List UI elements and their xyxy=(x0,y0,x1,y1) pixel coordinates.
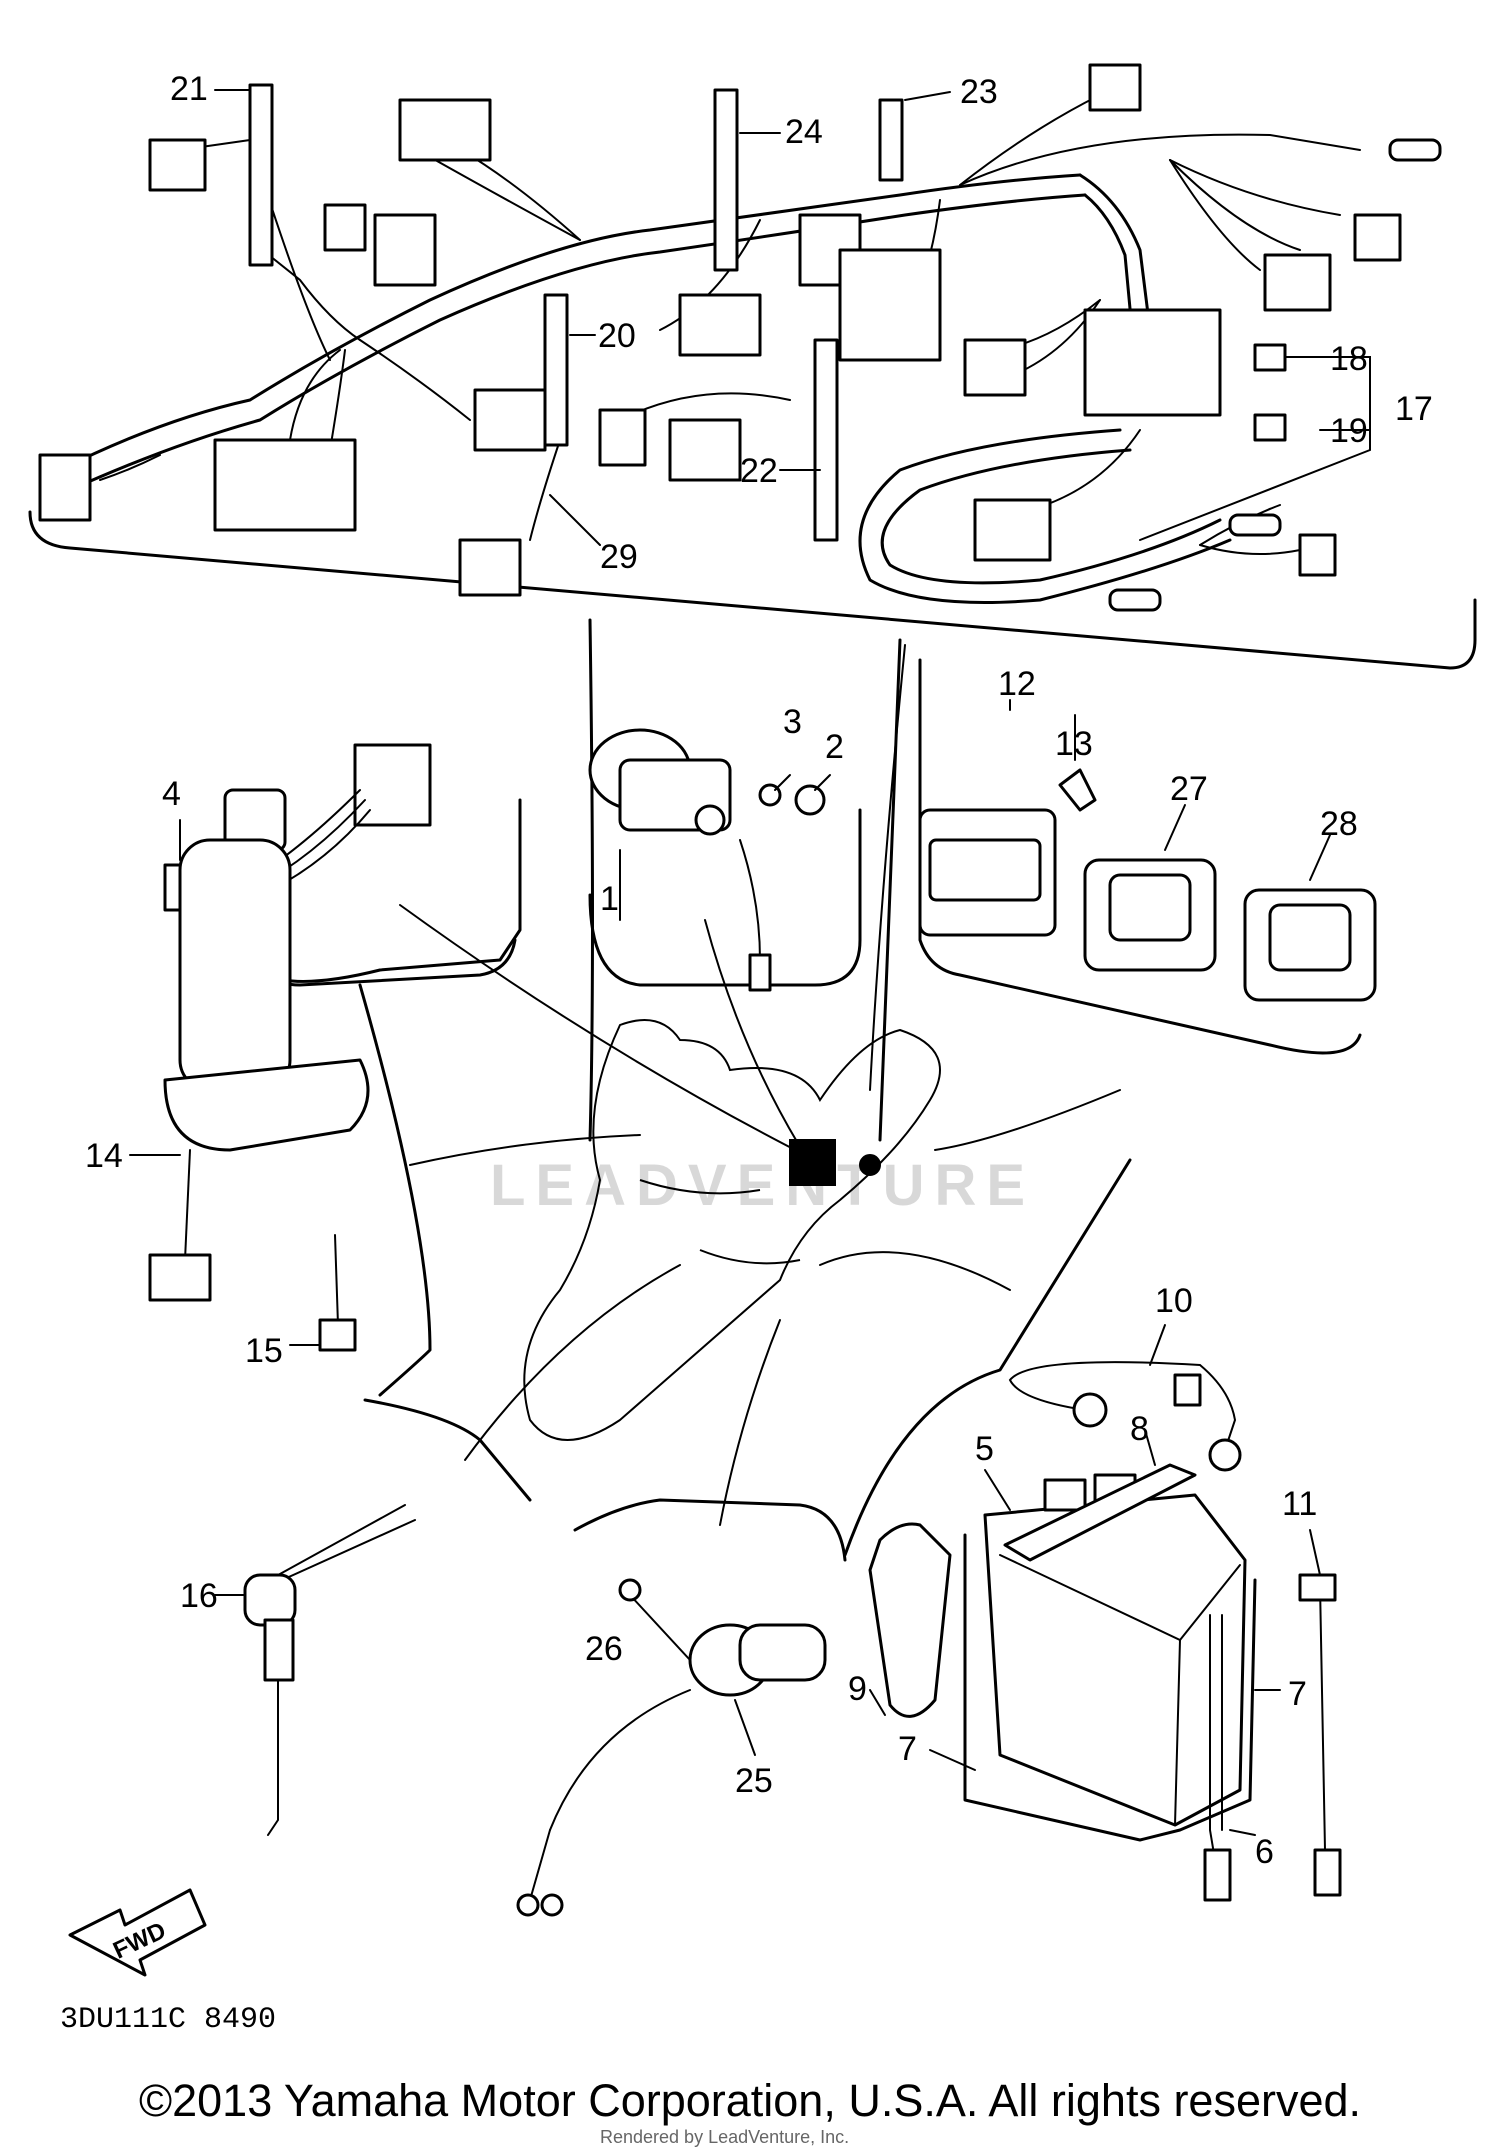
connector-a xyxy=(148,138,207,192)
callout-26: 26 xyxy=(585,1630,623,1668)
drawing-code: 3DU111C 8490 xyxy=(60,2003,276,2037)
callout-24: 24 xyxy=(785,113,823,151)
connector-p xyxy=(1263,253,1332,312)
connector-f xyxy=(473,388,547,452)
connector-b xyxy=(398,98,492,162)
callout-9: 9 xyxy=(848,1670,867,1708)
callout-23: 23 xyxy=(960,73,998,111)
connector-multi-pin xyxy=(213,438,357,532)
connector-e xyxy=(38,453,92,522)
callout-7a: 7 xyxy=(1288,1675,1307,1713)
connector-h xyxy=(598,408,647,467)
part-27-relay xyxy=(1083,804,1217,972)
connector-o xyxy=(1088,63,1142,112)
part-8-battery-strap xyxy=(1003,1429,1197,1562)
part-7-battery-cover xyxy=(929,1533,1281,1842)
band-23 xyxy=(878,98,904,182)
callout-12: 12 xyxy=(998,665,1036,703)
callout-21: 21 xyxy=(170,70,208,108)
part-5-battery xyxy=(983,1469,1247,1827)
callouts: 21 24 23 20 22 18 19 17 29 3 2 1 4 12 13… xyxy=(85,70,1433,1871)
part-11-negative-lead xyxy=(1298,1529,1342,1897)
callout-4: 4 xyxy=(162,775,181,813)
part-25-switch xyxy=(516,1623,827,1917)
part-16-switch xyxy=(214,1504,416,1836)
band-24 xyxy=(713,88,739,272)
panel-frames xyxy=(263,618,1362,1562)
connector-g xyxy=(458,538,522,597)
callout-16: 16 xyxy=(180,1577,218,1615)
watermark: LEADVENTURE xyxy=(490,1153,1035,1218)
callout-14: 14 xyxy=(85,1137,123,1175)
copyright-notice: ©2013 Yamaha Motor Corporation, U.S.A. A… xyxy=(138,2075,1362,2126)
callout-5: 5 xyxy=(975,1430,994,1468)
part-13-relay-clip xyxy=(1058,714,1097,812)
connector-q xyxy=(1353,213,1402,262)
callout-20: 20 xyxy=(598,317,636,355)
connector-lines xyxy=(399,644,1121,1526)
watermark-text: LEADVENTURE xyxy=(490,1153,1035,1218)
callout-6: 6 xyxy=(1255,1833,1274,1871)
connector-r xyxy=(1298,533,1337,577)
band-22 xyxy=(813,338,839,542)
fuse-18 xyxy=(1253,343,1287,372)
part-6-positive-lead xyxy=(1203,1614,1256,1902)
harness-trunk xyxy=(58,173,1082,472)
wire-terminal-a xyxy=(1388,138,1442,162)
part-28-relay xyxy=(1243,834,1377,1002)
part-12-relay xyxy=(918,699,1057,937)
callout-15: 15 xyxy=(245,1332,283,1370)
rendered-by: Rendered by LeadVenture, Inc. xyxy=(600,2127,849,2147)
callout-28: 28 xyxy=(1320,805,1358,843)
callout-18: 18 xyxy=(1330,340,1368,378)
callout-27: 27 xyxy=(1170,770,1208,808)
fwd-arrow: FWD xyxy=(68,1888,207,1977)
callout-13: 13 xyxy=(1055,725,1093,763)
callout-1: 1 xyxy=(600,880,619,918)
part-14-main-switch xyxy=(129,788,370,1302)
part-10-battery-lead xyxy=(1008,1324,1242,1472)
band-20 xyxy=(543,293,569,447)
callout-22: 22 xyxy=(740,452,778,490)
callout-7b: 7 xyxy=(898,1730,917,1768)
fuse-box xyxy=(1083,308,1222,417)
wire-harness-group xyxy=(28,63,1477,670)
callout-2: 2 xyxy=(825,728,844,766)
connector-d xyxy=(373,213,437,287)
part-1-starter-relay xyxy=(588,728,831,992)
callout-11: 11 xyxy=(1282,1485,1317,1523)
callout-19: 19 xyxy=(1330,412,1368,450)
callout-29: 29 xyxy=(600,538,638,576)
wire-terminal-b xyxy=(1108,588,1162,612)
relay-mount xyxy=(789,1139,836,1186)
callout-3: 3 xyxy=(783,703,802,741)
connector-n xyxy=(973,498,1052,562)
part-26-screw xyxy=(618,1578,691,1661)
callout-17: 17 xyxy=(1395,390,1433,428)
frame-mounting-sketch xyxy=(523,1019,941,1441)
connector-l xyxy=(678,293,762,357)
callout-10: 10 xyxy=(1155,1282,1193,1320)
connector-i xyxy=(668,418,742,482)
harness-panel-frame xyxy=(28,510,1477,670)
connector-k xyxy=(838,248,942,362)
part-2-nut xyxy=(794,784,826,816)
part-15-screw xyxy=(289,1234,357,1352)
connector-c xyxy=(323,203,367,252)
callout-8: 8 xyxy=(1130,1410,1149,1448)
fuse-19 xyxy=(1253,413,1287,442)
connector-m xyxy=(963,338,1027,397)
part-9-battery-band xyxy=(868,1522,952,1718)
wire-terminal-c xyxy=(1228,513,1282,537)
band-21 xyxy=(248,83,274,267)
callout-25: 25 xyxy=(735,1762,773,1800)
